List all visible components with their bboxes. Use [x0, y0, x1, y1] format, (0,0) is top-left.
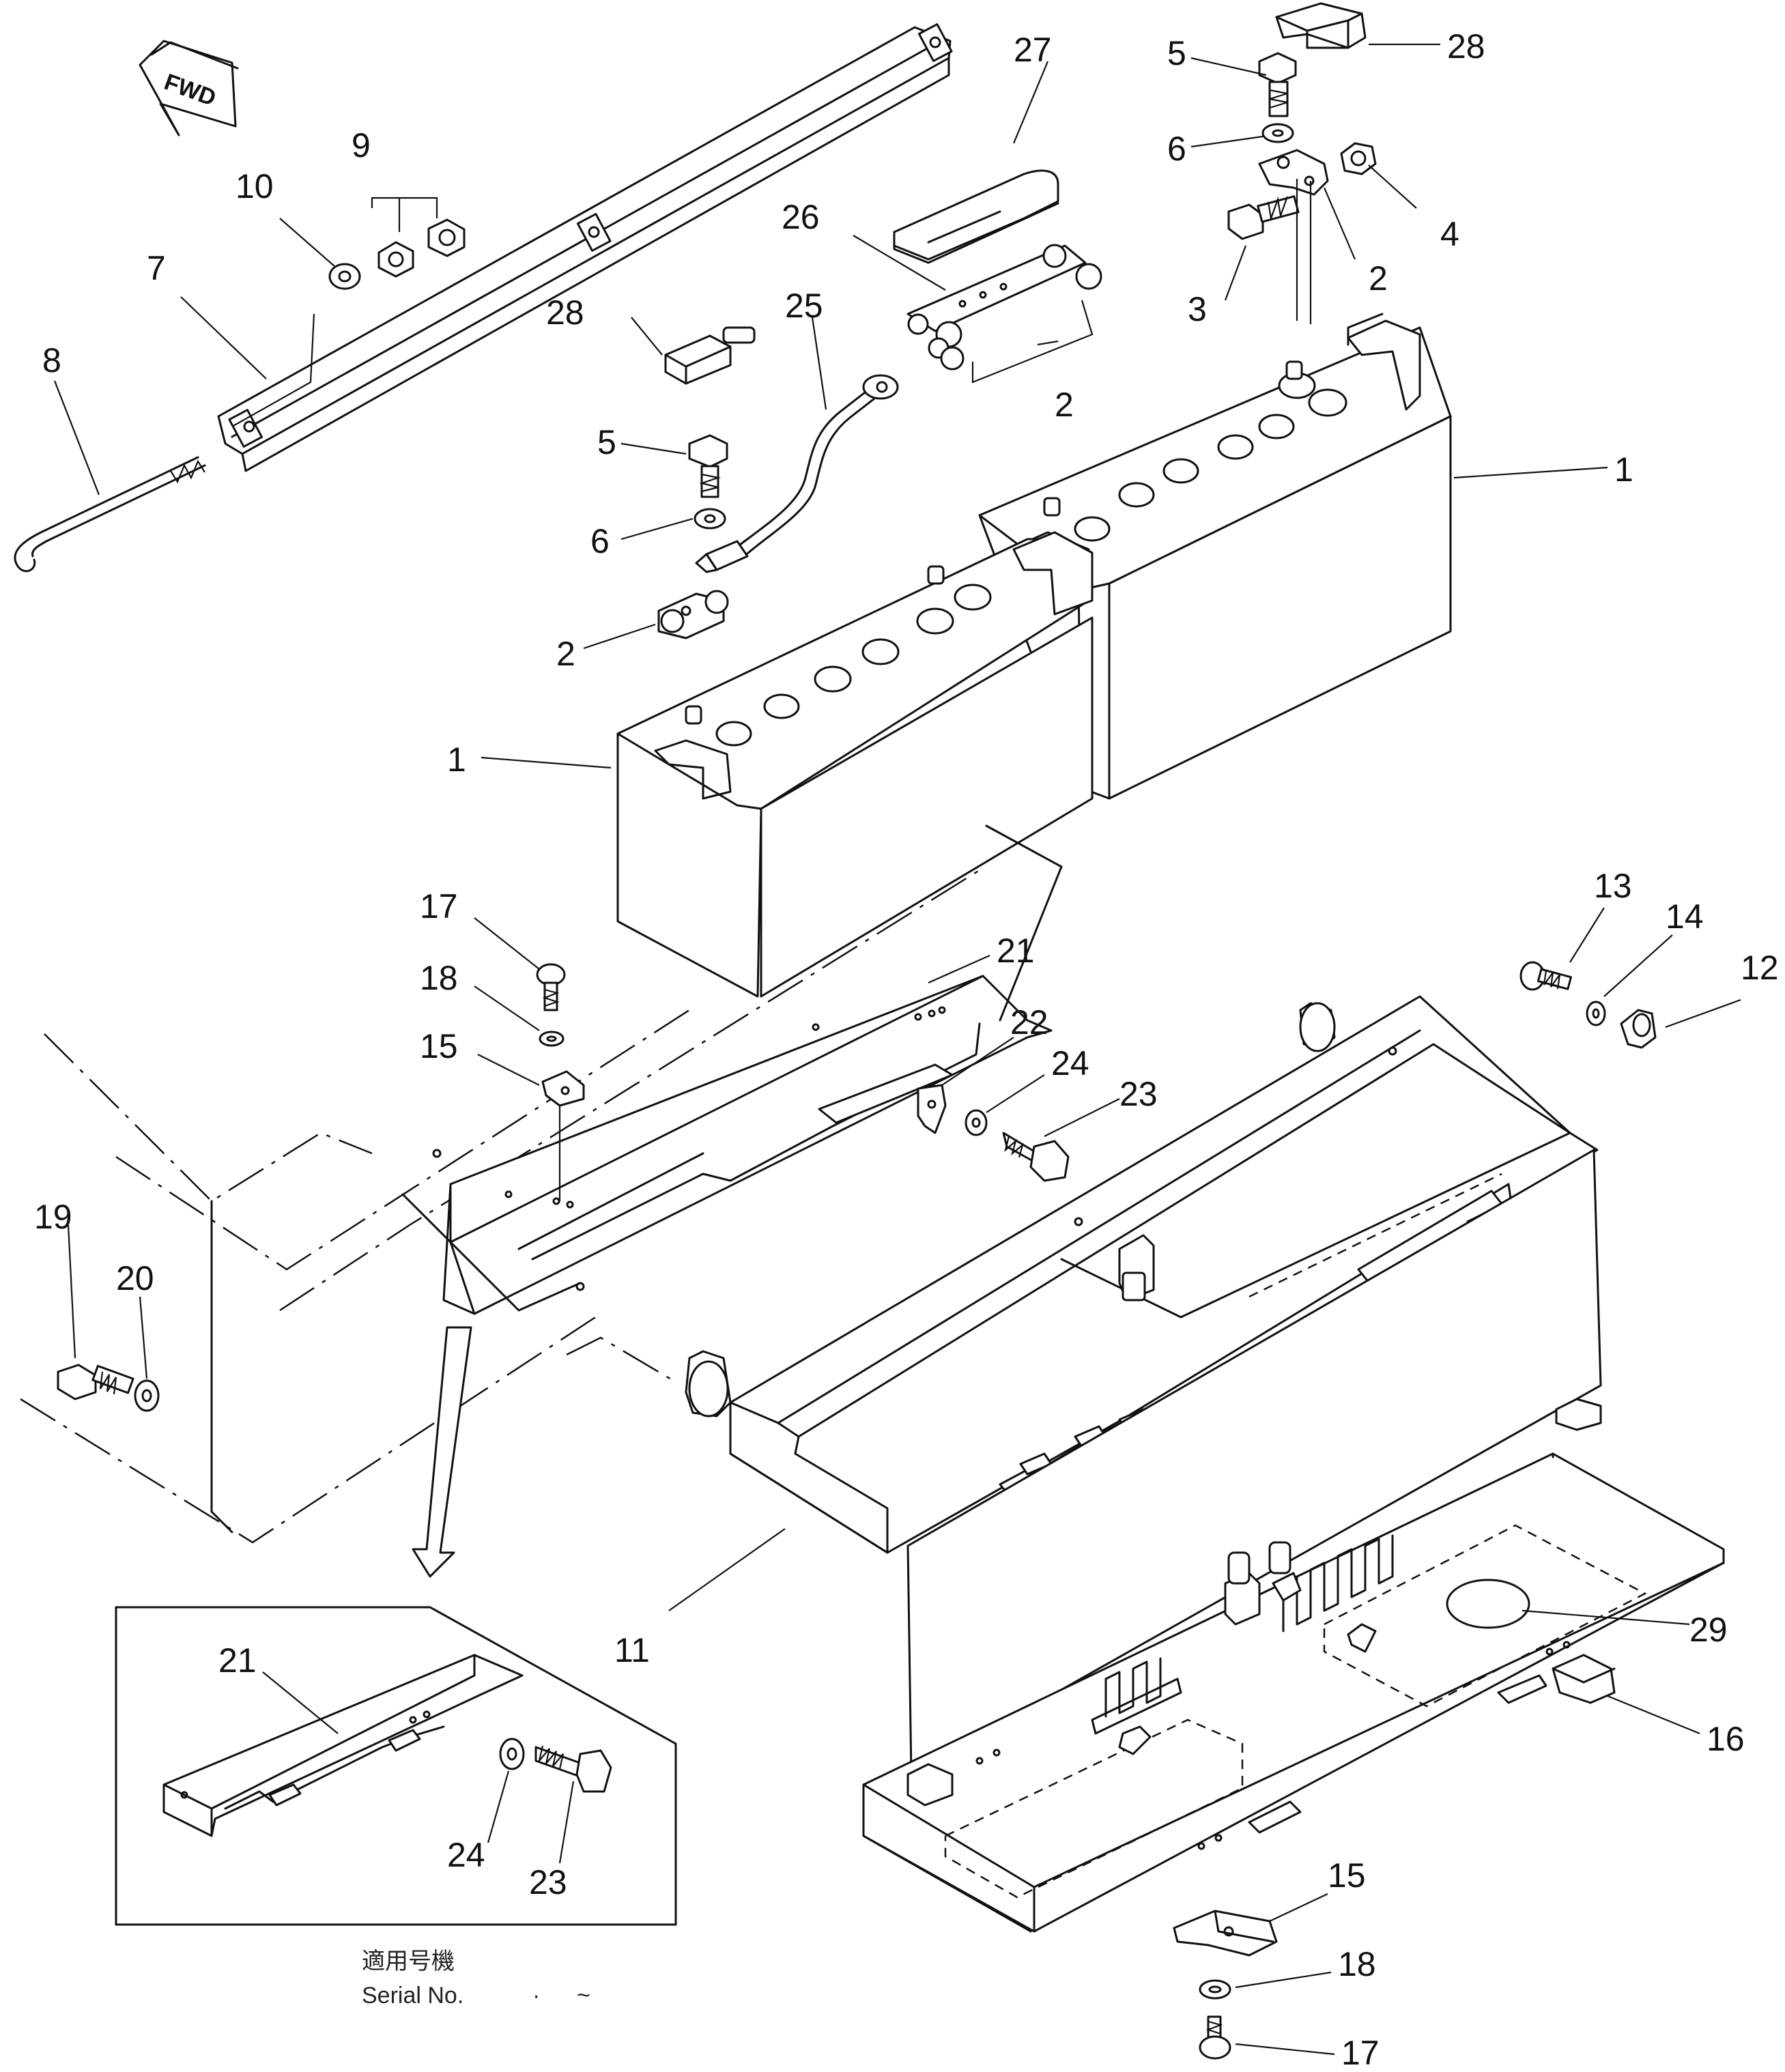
callout-2-left: 2 — [556, 635, 575, 673]
terminal-connector-26 — [906, 244, 1102, 371]
callout-10: 10 — [235, 167, 274, 205]
battery-box-lid — [862, 1149, 1725, 1933]
callout-1-right: 1 — [1614, 450, 1633, 489]
bolt-19 — [57, 1364, 134, 1400]
callout-21-main: 21 — [997, 932, 1035, 970]
bolt-5-left — [688, 434, 728, 498]
washer-14 — [1586, 1001, 1606, 1026]
callout-19: 19 — [34, 1198, 72, 1236]
inset-detail — [115, 1606, 677, 1926]
hold-down-bar — [217, 23, 953, 472]
callout-22: 22 — [1010, 1003, 1048, 1041]
serial-caption-en: Serial No. — [362, 1983, 463, 2009]
callout-26: 26 — [782, 198, 820, 236]
callout-15-upper: 15 — [420, 1027, 458, 1065]
callout-23-main: 23 — [1119, 1075, 1158, 1113]
callout-6-left: 6 — [590, 522, 610, 560]
screw-17-upper — [536, 963, 566, 1011]
callout-8: 8 — [42, 341, 61, 379]
callout-7: 7 — [147, 249, 166, 287]
serial-dot: · — [532, 1983, 540, 2009]
callout-25: 25 — [785, 287, 823, 325]
terminal-clamp-28-left — [664, 326, 756, 385]
callout-13: 13 — [1594, 867, 1632, 905]
nut-4 — [1340, 142, 1377, 175]
bolt-3 — [1227, 195, 1300, 240]
callout-24-inset: 24 — [447, 1836, 485, 1874]
serial-caption-ja: 適用号機 — [362, 1948, 455, 1974]
callout-1-left: 1 — [447, 740, 466, 779]
bracket-21 — [401, 824, 1063, 1315]
callout-20: 20 — [116, 1259, 154, 1297]
washer-24-main — [965, 1109, 988, 1136]
terminal-clamp-2-right — [1258, 149, 1329, 196]
bolt-5-right — [1258, 52, 1297, 117]
callout-28-right: 28 — [1447, 27, 1485, 66]
callout-2-right: 2 — [1369, 259, 1388, 298]
terminal-clamp-2-left — [657, 590, 729, 639]
nut-pair-9 — [377, 218, 466, 278]
callout-29: 29 — [1689, 1611, 1728, 1649]
callout-3: 3 — [1188, 290, 1207, 328]
terminal-clamp-28-right — [1275, 2, 1367, 49]
detail-arrow-icon — [412, 1326, 472, 1578]
screw-17-lower — [1199, 2015, 1231, 2060]
callout-11: 11 — [614, 1631, 650, 1669]
callout-5-right: 5 — [1167, 34, 1186, 72]
callout-16: 16 — [1707, 1720, 1745, 1758]
j-bolt — [14, 456, 206, 573]
clip-15-upper — [541, 1070, 585, 1201]
callout-labels: 1 1 2 2 2 3 4 5 5 6 6 7 8 9 10 11 12 13 … — [34, 27, 1779, 2072]
clip-16 — [1552, 1654, 1616, 1704]
callout-24-main: 24 — [1051, 1044, 1089, 1082]
callout-17-lower: 17 — [1341, 2034, 1380, 2072]
callout-18-upper: 18 — [420, 959, 458, 997]
callout-5-left: 5 — [597, 423, 616, 461]
clip-22 — [917, 1084, 947, 1134]
callout-18-lower: 18 — [1338, 1945, 1376, 1983]
callout-2-center: 2 — [1055, 386, 1074, 424]
clip-15-lower — [1173, 1910, 1278, 1957]
callout-6-right: 6 — [1167, 130, 1186, 168]
inset-caption: 適用号機 Serial No. · ~ — [362, 1948, 590, 2009]
battery-left — [616, 531, 1094, 998]
callout-21-inset: 21 — [218, 1641, 257, 1680]
callout-4: 4 — [1440, 215, 1459, 253]
leader-lines — [53, 43, 1741, 2056]
washer-6-left — [694, 508, 726, 530]
callout-23-inset: 23 — [529, 1863, 567, 1901]
callout-12: 12 — [1741, 949, 1779, 987]
washer-18-upper — [539, 1031, 565, 1047]
bolt-23-main — [1002, 1132, 1070, 1182]
battery-cable-25 — [695, 374, 899, 573]
bolt-13 — [1519, 961, 1572, 991]
callout-9: 9 — [352, 126, 371, 164]
bushing-12 — [1620, 1009, 1657, 1049]
callout-15-lower: 15 — [1328, 1856, 1366, 1895]
washer-6-right — [1261, 123, 1294, 143]
callout-27: 27 — [1014, 31, 1052, 69]
washer-20 — [134, 1379, 160, 1412]
callout-14: 14 — [1666, 897, 1704, 936]
serial-tilde: ~ — [577, 1983, 590, 2009]
callout-28-left: 28 — [546, 293, 584, 332]
callout-17-upper: 17 — [420, 887, 458, 925]
washer-18-lower — [1199, 1979, 1231, 2000]
washer-10 — [328, 263, 361, 290]
terminal-cover-27 — [893, 169, 1059, 264]
fwd-arrow-icon: FWD — [139, 40, 239, 136]
